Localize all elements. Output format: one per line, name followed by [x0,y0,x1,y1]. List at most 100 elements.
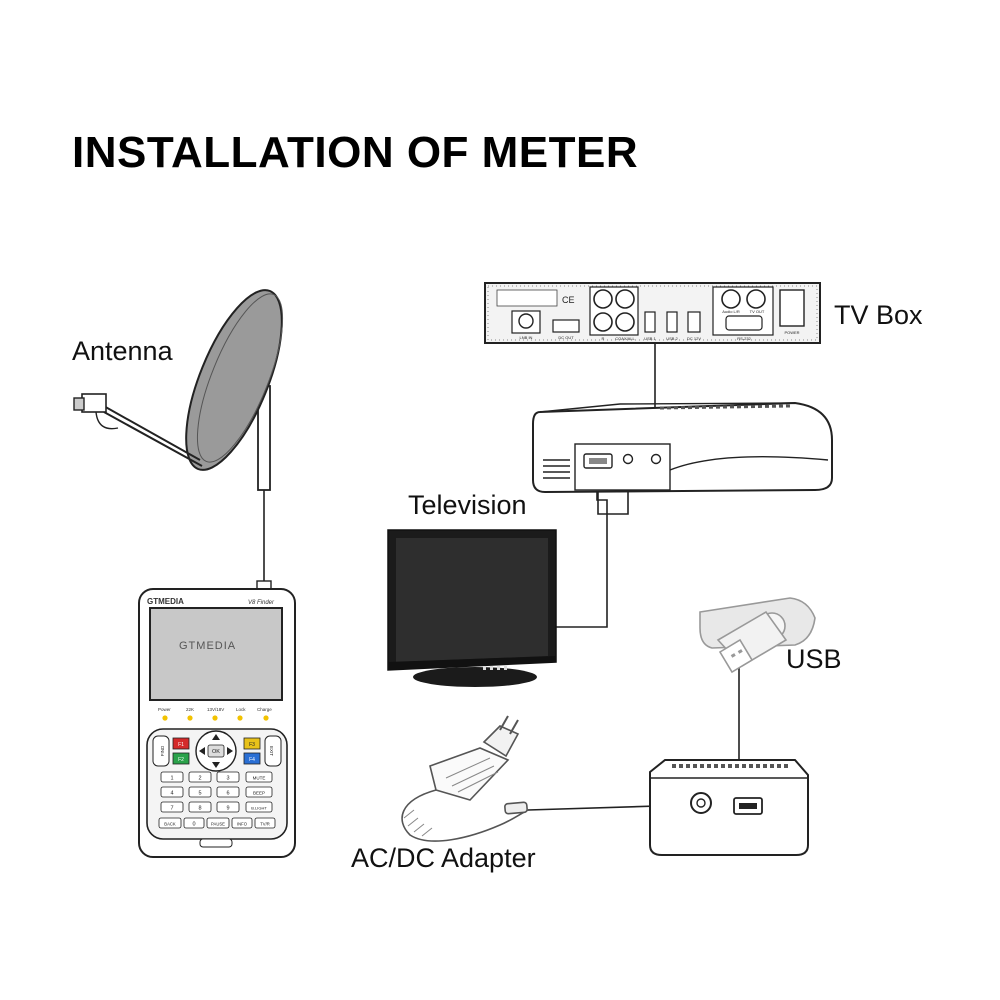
key-4[interactable] [160,786,184,798]
key-pause[interactable] [206,817,230,829]
port-audio-r [746,289,766,309]
key-blight[interactable] [245,801,273,813]
key-ok[interactable] [207,744,225,758]
charger-dc-jack-inner [696,798,706,808]
key-8[interactable] [188,801,212,813]
tvbox-ce-mark: CE [562,295,575,305]
port-rca-4 [615,312,635,332]
key-back[interactable] [158,817,182,829]
dpad-right-icon[interactable] [227,747,233,755]
page-title: INSTALLATION OF METER [72,128,639,177]
receiver-rf-port [650,453,662,465]
lnb-cable [95,411,119,430]
adapter-coil-marks [403,809,433,837]
key-0-label: 0 [192,822,195,828]
indicator-lock-label: Lock [236,707,246,712]
key-1[interactable] [160,771,184,783]
tv-stand [413,667,537,687]
port-usb-2 [666,311,678,333]
key-f3-label: F3 [249,742,255,748]
key-exit-label: EXIT [269,746,274,756]
indicator-22k-label: 22K [186,707,194,712]
label-usb: USB [786,644,842,674]
charging-unit [649,759,809,856]
satellite-dish [73,289,284,491]
usb-plug [718,638,754,674]
receiver-unit [532,401,833,494]
port-audio-label: Audio L/R [722,309,740,314]
dish-reflector [185,289,283,471]
key-f1-label: F1 [178,742,184,748]
port-rca-1 [593,289,613,309]
key-7[interactable] [160,801,184,813]
tv-box-rear-panel: CE LNB IN DC OUT R COAX/ALL USB 1 USB 2 … [484,282,821,344]
receiver-curve [669,455,829,471]
indicator-13v18v-label: 13V/18V [207,707,224,712]
meter-brand: GTMEDIA [147,597,184,606]
key-2-label: 2 [198,776,201,782]
key-3-label: 3 [226,776,229,782]
port-dc-out [552,319,580,333]
key-0[interactable] [183,817,205,829]
port-dc-12v [687,311,701,333]
key-f2-label: F2 [178,757,184,763]
numeric-keys: 1 2 3 MUTE 4 5 6 BEEP 7 8 9 B.LIGHT BACK… [158,771,276,829]
key-6[interactable] [216,786,240,798]
key-tvr[interactable] [254,817,276,829]
label-ac-dc-adapter: AC/DC Adapter [351,843,536,873]
port-rs232-label: RS-232 [737,336,751,341]
dpad-up-icon[interactable] [212,734,220,740]
dpad-left-icon[interactable] [199,747,205,755]
port-rca-2 [615,289,635,309]
key-f3[interactable] [243,737,261,750]
meter-screen [149,607,283,701]
led-power [162,715,168,721]
key-5-label: 5 [198,791,201,797]
key-f1[interactable] [172,737,190,750]
meter-bottom-slot [199,838,233,848]
led-charge [263,715,269,721]
key-f2[interactable] [172,752,190,765]
port-tv-out-label: TV OUT [750,309,765,314]
dish-reflector-rim [196,293,284,463]
receiver-vents [543,459,570,479]
label-television: Television [408,490,527,520]
key-ok-label: OK [212,749,220,755]
key-beep-label: BEEP [253,791,265,796]
key-5[interactable] [188,786,212,798]
key-2[interactable] [188,771,212,783]
port-lnb-in-connector [518,313,534,329]
led-lock [237,715,243,721]
port-rca-3 [593,312,613,332]
adapter-ridges [445,757,499,793]
receiver-top-grille [659,404,791,410]
television [387,529,557,687]
key-9[interactable] [216,801,240,813]
key-f4[interactable] [243,752,261,765]
key-pause-label: PAUSE [211,822,225,827]
key-find-label: FIND [160,745,165,756]
key-mute[interactable] [245,771,273,783]
tvbox-panel-dots [487,285,818,341]
adapter-barrel-plug [504,801,528,815]
key-beep[interactable] [245,786,273,798]
tv-bezel-bottom [388,656,556,670]
key-1-label: 1 [170,776,173,782]
label-tv-box: TV Box [834,300,923,330]
port-usb-1 [644,311,656,333]
charger-body [649,759,809,856]
key-3[interactable] [216,771,240,783]
key-find[interactable] [152,735,170,767]
dish-arm [101,404,203,467]
led-22k [187,715,193,721]
receiver-av-port [622,453,634,465]
key-info[interactable] [231,817,253,829]
usb-plug-contact-1 [730,653,736,658]
dpad-down-icon[interactable] [212,762,220,768]
hdmi-cable [556,470,608,628]
led-13v18v [212,715,218,721]
key-exit[interactable] [264,735,282,767]
label-antenna: Antenna [72,336,173,366]
adapter-prong-2 [509,719,519,735]
usb-flash-drive [699,597,816,674]
